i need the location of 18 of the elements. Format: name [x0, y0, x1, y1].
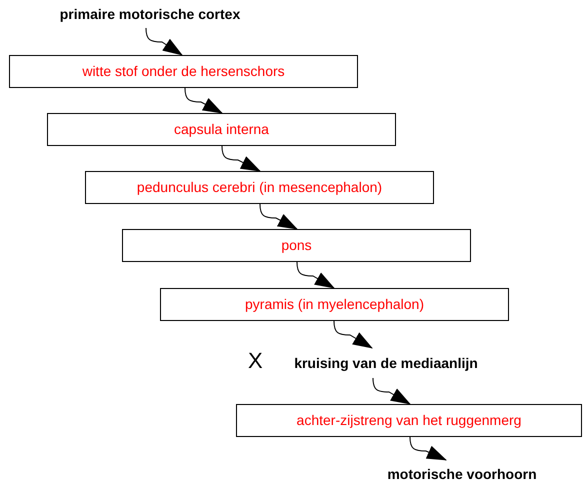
- cross-mark-label: X: [248, 350, 263, 372]
- curved-arrow: [146, 28, 183, 56]
- node-label: kruising van de mediaanlijn: [268, 352, 504, 374]
- process-box: pedunculus cerebri (in mesencephalon): [85, 171, 434, 204]
- process-box: achter-zijstreng van het ruggenmerg: [236, 404, 582, 437]
- curved-arrow: [334, 320, 373, 348]
- process-box: pons: [122, 229, 471, 262]
- process-box: witte stof onder de hersenschors: [9, 55, 358, 88]
- process-box: capsula interna: [47, 113, 396, 146]
- curved-arrow: [296, 262, 335, 288]
- node-label: motorische voorhoorn: [352, 464, 572, 485]
- curved-arrow: [410, 436, 447, 460]
- curved-arrow: [222, 146, 261, 172]
- curved-arrow: [260, 204, 298, 230]
- curved-arrow: [184, 88, 223, 114]
- node-label: primaire motorische cortex: [36, 4, 264, 24]
- process-box: pyramis (in myelencephalon): [160, 288, 509, 321]
- curved-arrow: [372, 378, 411, 404]
